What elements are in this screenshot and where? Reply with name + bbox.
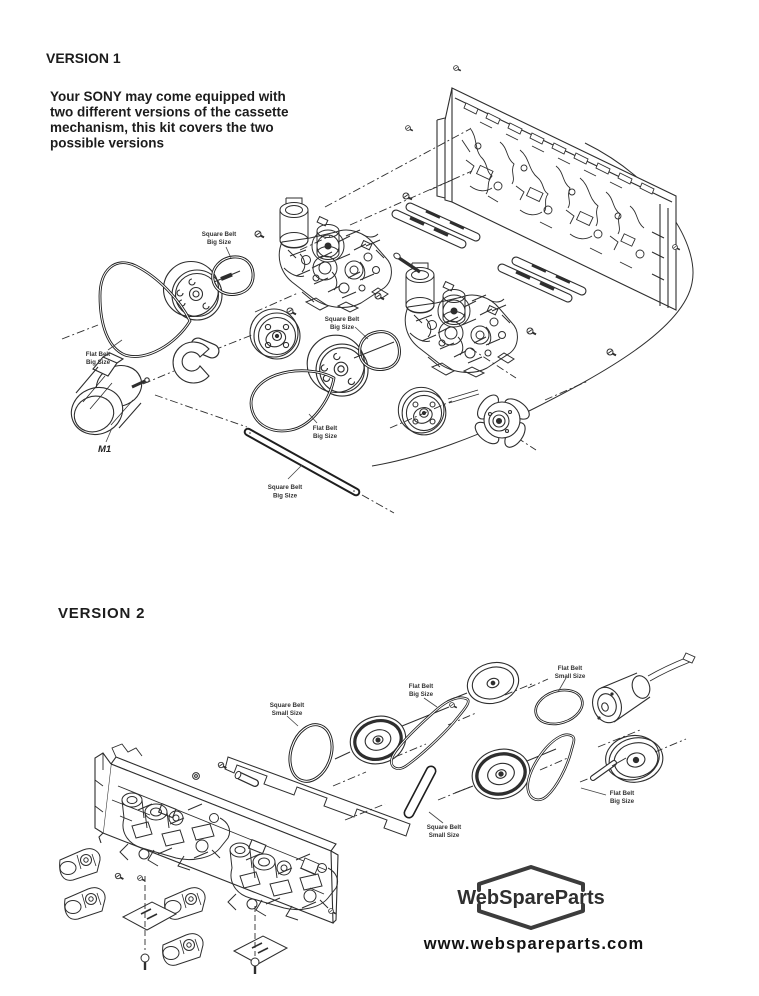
svg-text:Flat Belt: Flat Belt xyxy=(313,425,337,432)
svg-text:Big Size: Big Size xyxy=(207,239,232,246)
svg-text:Big Size: Big Size xyxy=(313,433,338,440)
svg-text:mechanism, this kit covers the: mechanism, this kit covers the two xyxy=(50,120,274,135)
svg-text:Flat Belt: Flat Belt xyxy=(86,351,110,358)
svg-text:Big Size: Big Size xyxy=(330,324,355,331)
svg-text:Big Size: Big Size xyxy=(86,359,111,366)
svg-text:VERSION 2: VERSION 2 xyxy=(58,605,145,622)
svg-text:Small Size: Small Size xyxy=(555,673,586,680)
svg-text:possible versions: possible versions xyxy=(50,136,164,151)
svg-text:Square Belt: Square Belt xyxy=(202,231,236,238)
svg-text:Small Size: Small Size xyxy=(272,710,303,717)
svg-text:Flat Belt: Flat Belt xyxy=(558,665,582,672)
svg-text:Big Size: Big Size xyxy=(409,691,434,698)
svg-text:WebSpareParts: WebSpareParts xyxy=(457,887,604,909)
svg-text:Flat Belt: Flat Belt xyxy=(409,683,433,690)
svg-text:Your SONY may come equipped wi: Your SONY may come equipped with xyxy=(50,89,286,104)
svg-text:Big Size: Big Size xyxy=(610,798,635,805)
svg-text:Square Belt: Square Belt xyxy=(270,702,304,709)
svg-text:Big Size: Big Size xyxy=(273,493,298,500)
svg-text:Square Belt: Square Belt xyxy=(268,484,302,491)
svg-text:VERSION 1: VERSION 1 xyxy=(46,50,121,66)
svg-text:two different versions of the: two different versions of the cassette xyxy=(50,105,289,120)
svg-text:Square Belt: Square Belt xyxy=(427,824,461,831)
svg-text:www.webspareparts.com: www.webspareparts.com xyxy=(423,935,645,953)
svg-text:M1: M1 xyxy=(98,444,111,455)
svg-text:Flat Belt: Flat Belt xyxy=(610,790,634,797)
svg-text:Small Size: Small Size xyxy=(429,832,460,839)
svg-text:Square Belt: Square Belt xyxy=(325,316,359,323)
